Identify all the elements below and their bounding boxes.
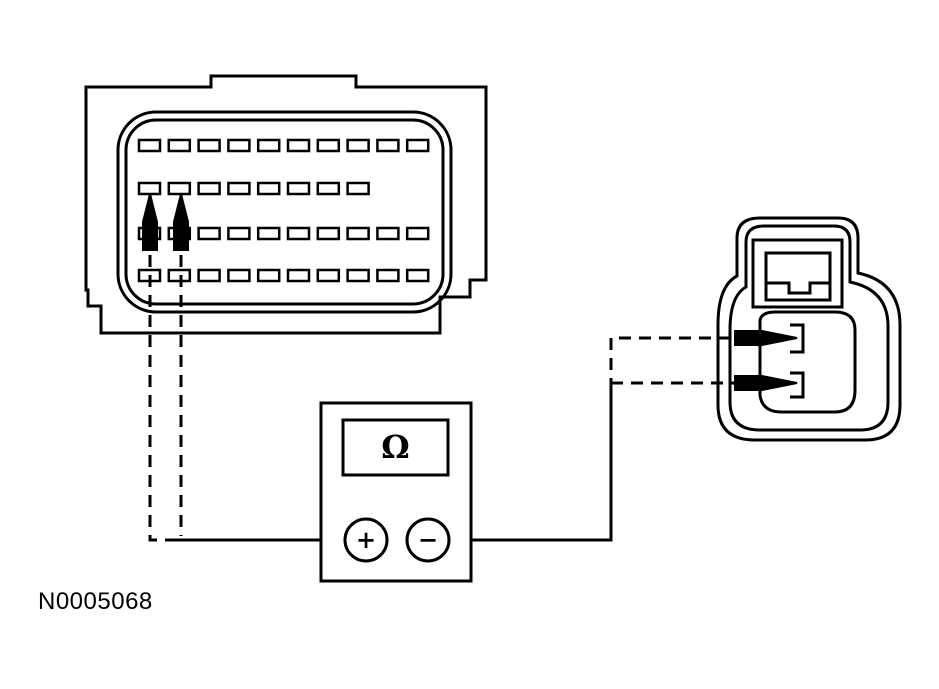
connector-pin-cavity [316, 226, 341, 241]
probe-arrow-2 [173, 193, 189, 251]
connector-outer-bezel [116, 110, 453, 314]
connector-pin-cavity [286, 181, 311, 196]
connector-pin-cavity [167, 181, 192, 196]
ohm-symbol: Ω [381, 428, 409, 466]
two-pin-probes [734, 330, 798, 391]
negative-terminal-symbol: − [418, 525, 438, 554]
ohmmeter-display [341, 418, 450, 477]
connector-inner-bezel [124, 118, 445, 306]
connector-pin-cavity [256, 268, 281, 283]
connector-pin-cavity [346, 138, 370, 153]
connector-pin-cavity [227, 181, 251, 196]
connector-pin-cavity [316, 138, 341, 153]
connector-pin-cavity [197, 181, 221, 196]
two-pin-housing-outer [716, 216, 902, 442]
connector-pin-cavity [167, 268, 192, 283]
probe-arrow-3 [734, 330, 798, 346]
probe-arrow-4 [734, 375, 798, 391]
connector-pin-cavity [346, 181, 370, 196]
connector-probes [142, 193, 189, 251]
two-pin-face [758, 310, 857, 414]
connector-pin-cavity [376, 226, 400, 241]
connector-pin-cavity [286, 268, 311, 283]
connector-pin-cavity [376, 268, 400, 283]
connector-pin-cavity [405, 226, 430, 241]
connector-housing [84, 74, 488, 335]
connector-pin-cavity [316, 268, 341, 283]
probe-wire-negative-dashed [609, 336, 735, 390]
two-pin-terminal-1 [790, 323, 805, 354]
connector-pin-cavity [346, 268, 370, 283]
connector-pin-cavity [137, 138, 162, 153]
connector-pin-cavity [197, 268, 221, 283]
two-pin-latch-frame [751, 238, 844, 309]
connector-pin-cavity [137, 181, 162, 196]
two-pin-terminal-2 [790, 371, 805, 399]
multi-pin-connector [84, 74, 488, 335]
connector-pin-cavity [256, 181, 281, 196]
ohmmeter: Ω + − [319, 401, 473, 583]
figure-reference-id: N0005068 [38, 588, 153, 615]
connector-pin-cavity [286, 138, 311, 153]
connector-pin-cavity [227, 138, 251, 153]
connector-pin-cavity [405, 138, 430, 153]
connector-pin-cavity [405, 268, 430, 283]
connector-pin-cavity [346, 226, 370, 241]
positive-terminal [343, 517, 389, 563]
connector-pin-cavity [227, 268, 251, 283]
connector-pin-cavity [286, 226, 311, 241]
connector-pin-cavity [376, 138, 400, 153]
connector-pin-cavity [167, 138, 192, 153]
connector-pin-cavity [316, 181, 341, 196]
connector-pin-cavity [227, 226, 251, 241]
two-pin-latch-window [764, 251, 832, 302]
connector-pin-cavity [197, 226, 221, 241]
negative-terminal [405, 517, 451, 563]
meter-negative-lead [449, 390, 613, 542]
positive-terminal-symbol: + [356, 525, 376, 554]
probe-wire-positive-dashed [148, 195, 176, 542]
connector-pin-cavity [256, 226, 281, 241]
connector-pin-cavity [256, 138, 281, 153]
two-pin-housing-inner [728, 224, 890, 432]
connector-pin-cavity [197, 138, 221, 153]
two-pin-connector [716, 216, 902, 442]
probe-arrow-1 [142, 193, 158, 251]
wires [148, 195, 735, 542]
two-pin-latch-tab [766, 281, 830, 295]
